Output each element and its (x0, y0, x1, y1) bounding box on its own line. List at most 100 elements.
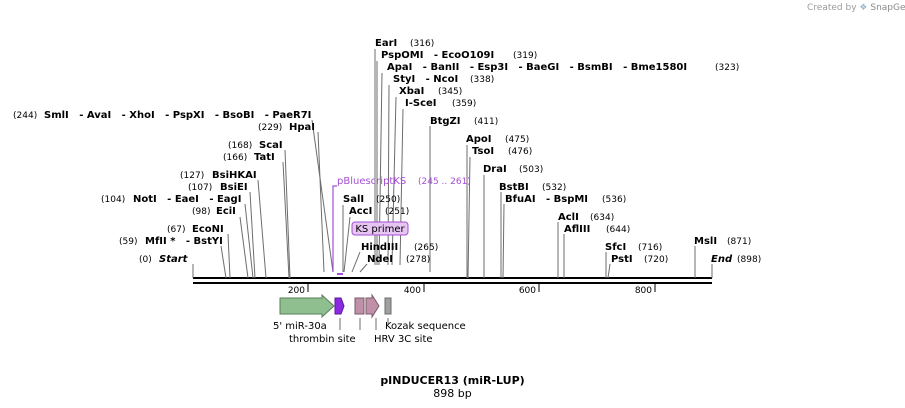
site-sali-pos: (250) (376, 195, 400, 205)
site-mfii-pos: (59) (119, 237, 137, 247)
site-drai-name: DraI (483, 164, 507, 175)
site-hpai-name: HpaI (289, 122, 315, 133)
site-line-scai (284, 149, 291, 279)
site-hindiii-pos: (265) (414, 243, 438, 253)
feature-hrv-3c-site-arrow (365, 293, 380, 319)
feature-kozak-sequence-box (384, 297, 392, 315)
site-bfuai-pos: (536) (602, 195, 626, 205)
site-noti-name: NotI - EaeI - EagI (133, 194, 241, 205)
site-line-noti (244, 203, 254, 279)
site-drai-pos: (503) (519, 165, 543, 175)
feature-hrv-3c-site-box-1 (354, 297, 365, 315)
site-econi-pos: (67) (167, 225, 185, 235)
ruler: 200 400 600 800 (288, 284, 656, 296)
site-line-hpai (317, 131, 325, 273)
site-scai-name: ScaI (259, 140, 283, 151)
site-end-name: End (711, 254, 733, 265)
site-tsoi-name: TsoI (472, 146, 494, 157)
site-bsiei-name: BsiEI (220, 182, 248, 193)
site-start-name: Start (159, 254, 189, 265)
primer-bracket (332, 185, 343, 275)
credit-brand: SnapGene (870, 3, 905, 13)
site-line-bfuai (502, 203, 505, 279)
site-labels: EarI (316) PspOMI - EcoO109I (319) ApaI … (13, 38, 761, 265)
site-styi-name: StyI - NcoI (393, 74, 458, 85)
site-psti-pos: (720) (644, 255, 668, 265)
site-line-xbai (391, 96, 397, 266)
site-line-mfii (220, 245, 227, 279)
site-bfuai-name: BfuAI - BspMI (505, 194, 588, 205)
site-tati-name: TatI (254, 152, 275, 163)
site-btgzi-pos: (411) (474, 117, 498, 127)
ruler-label-600: 600 (519, 286, 536, 296)
feature-thrombin-site-arrow (334, 297, 345, 315)
site-acci-pos: (251) (385, 207, 409, 217)
features (279, 293, 392, 330)
site-msli-pos: (871) (727, 237, 751, 247)
snapgene-credit: Created by ❖ SnapGene (807, 3, 905, 13)
site-line-i-scei (399, 108, 404, 266)
ruler-label-200: 200 (288, 286, 305, 296)
sequence-backbone (193, 277, 712, 284)
site-bsiei-pos: (107) (188, 183, 212, 193)
site-line-tsoi (467, 156, 471, 279)
site-hpai-pos: (229) (258, 123, 282, 133)
ruler-label-400: 400 (404, 286, 421, 296)
site-acli-name: AclI (558, 212, 579, 223)
site-tsoi-pos: (476) (508, 147, 532, 157)
site-apai-pos: (323) (715, 63, 739, 73)
site-line-psti (607, 263, 611, 279)
site-line-bsiei (249, 191, 256, 279)
site-psti-name: PstI (611, 254, 633, 265)
site-ecii-pos: (98) (192, 207, 210, 217)
site-line-smli (311, 119, 334, 273)
plasmid-name: pINDUCER13 (miR-LUP) (380, 374, 525, 387)
site-bstbi-name: BstBI (499, 182, 529, 193)
site-line-ecii (239, 216, 249, 279)
feature-thrombin-site-label: thrombin site (289, 334, 356, 345)
site-sali-name: SalI (343, 194, 364, 205)
site-line-bsihkai (257, 179, 267, 279)
site-tati-pos: (166) (223, 153, 247, 163)
site-scai-pos: (168) (228, 141, 252, 151)
site-line-apai (378, 72, 383, 266)
site-btgzi-name: BtgZI (430, 116, 461, 127)
site-i-scei-name: I-SceI (405, 98, 437, 109)
feature-5-mir-30a-arrow (279, 293, 335, 319)
site-econi-name: EcoNI (192, 224, 224, 235)
site-styi-pos: (338) (470, 75, 494, 85)
site-i-scei-pos: (359) (452, 99, 476, 109)
site-smli-name: SmlI - AvaI - XhoI - PspXI - BsoBI - Pae… (44, 110, 311, 121)
site-msli-name: MslI (694, 236, 717, 247)
site-bsihkai-name: BsiHKAI (212, 170, 257, 181)
site-ecii-name: EciI (216, 206, 236, 217)
snapgene-logo-icon: ❖ (859, 3, 868, 13)
feature-5-mir-30a-label: 5' miR-30a (273, 321, 327, 332)
site-afliii-name: AflIII (564, 224, 590, 235)
site-bsihkai-pos: (127) (180, 171, 204, 181)
site-line-ndei (359, 263, 368, 273)
feature-hrv-3c-site-label: HRV 3C site (374, 334, 433, 345)
site-start-pos: (0) (139, 255, 152, 265)
site-earI-name: EarI (375, 38, 397, 49)
site-lines (192, 49, 713, 279)
feature-labels: 5' miR-30a thrombin site Kozak sequence … (273, 321, 466, 345)
site-apai-name: ApaI - BanII - Esp3I - BaeGI - BsmBI - B… (387, 62, 687, 73)
plasmid-size: 898 bp (433, 387, 472, 400)
site-apoi-name: ApoI (466, 134, 492, 145)
feature-kozak-sequence-label: Kozak sequence (385, 321, 466, 332)
site-mfii-name: MfII * - BstYI (145, 236, 223, 247)
site-end-pos: (898) (737, 255, 761, 265)
site-line-econi (227, 233, 231, 279)
site-smli-pos: (244) (13, 111, 37, 121)
site-line-styi (387, 84, 390, 266)
site-earI-pos: (316) (410, 39, 434, 49)
site-xbai-pos: (345) (438, 87, 462, 97)
site-sfci-name: SfcI (605, 242, 626, 253)
site-bstbi-pos: (532) (542, 183, 566, 193)
site-xbai-name: XbaI (399, 86, 424, 97)
site-line-hindiii (351, 251, 361, 273)
site-line-acci (343, 216, 351, 273)
primer-pbluescriptks-label: pBluescriptKS (337, 176, 406, 187)
